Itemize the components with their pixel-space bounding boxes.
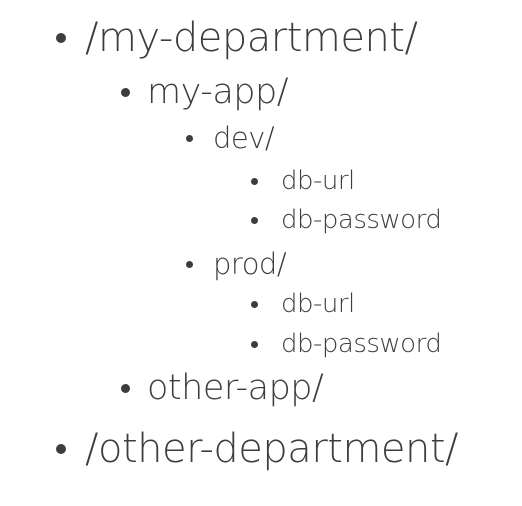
bullet-icon	[56, 33, 66, 43]
tree-item-my-department: /my-department/	[56, 15, 418, 61]
bullet-icon	[56, 444, 66, 454]
tree-item-label: /other-department/	[85, 426, 459, 472]
tree-item-label: dev/	[213, 121, 275, 155]
tree-item-dev: dev/	[186, 121, 275, 155]
bullet-icon	[251, 340, 258, 348]
tree-item-label: my-app/	[147, 72, 289, 112]
tree-item-dev-db-url: db-url	[251, 167, 355, 195]
tree-item-prod: prod/	[186, 247, 287, 281]
tree-item-my-app: my-app/	[121, 72, 289, 112]
bullet-icon	[251, 177, 258, 185]
tree-item-label: prod/	[213, 247, 287, 281]
tree-item-other-app: other-app/	[121, 368, 324, 408]
tree-item-label: other-app/	[147, 368, 324, 408]
bullet-icon	[121, 383, 130, 393]
tree-item-label: db-url	[281, 289, 355, 319]
tree-item-label: db-url	[281, 166, 355, 196]
bullet-icon	[186, 134, 193, 142]
bullet-icon	[251, 300, 258, 308]
bullet-icon	[186, 260, 193, 268]
tree-item-label: db-password	[281, 205, 442, 235]
tree-item-prod-db-password: db-password	[251, 329, 442, 359]
tree-item-label: db-password	[281, 329, 442, 359]
tree-item-dev-db-password: db-password	[251, 205, 442, 235]
bullet-icon	[121, 87, 130, 97]
tree-item-prod-db-url: db-url	[251, 290, 355, 318]
tree-item-other-department: /other-department/	[56, 426, 459, 472]
tree-item-label: /my-department/	[85, 15, 418, 61]
bullet-icon	[251, 216, 258, 224]
